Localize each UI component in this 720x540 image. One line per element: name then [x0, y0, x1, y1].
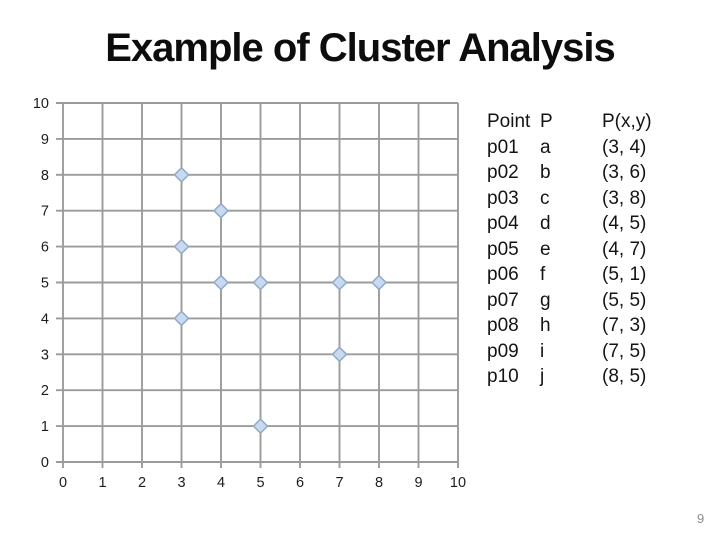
y-tick-label: 0: [41, 455, 49, 471]
data-point-marker: [173, 238, 190, 255]
table-cell-point: p04: [487, 213, 519, 234]
data-point-marker: [370, 274, 388, 291]
data-point-marker: [212, 202, 230, 219]
y-tick-label: 6: [41, 240, 49, 256]
x-tick-label: 10: [450, 475, 466, 491]
data-point-marker: [173, 166, 190, 183]
table-cell-point: p05: [487, 238, 519, 260]
x-tick-label: 8: [375, 475, 383, 491]
data-point-marker: [252, 418, 269, 435]
y-tick-label: 5: [41, 276, 49, 292]
table-cell-point: p06: [487, 264, 519, 285]
table-cell-xy: (7, 3): [602, 315, 647, 336]
y-tick-label: 10: [33, 96, 49, 112]
x-tick-label: 1: [98, 475, 106, 491]
table-cell-p: e: [540, 238, 551, 260]
table-cell-point: p08: [487, 315, 519, 336]
data-point-marker: [173, 310, 190, 327]
table-cell-point: p01: [487, 136, 519, 158]
x-tick-label: 9: [414, 475, 422, 491]
table-cell-xy: (8, 5): [602, 366, 647, 387]
x-tick-label: 6: [296, 475, 304, 491]
table-cell-p: i: [540, 340, 545, 362]
x-tick-label: 4: [217, 475, 225, 491]
y-tick-label: 1: [41, 419, 49, 435]
points-table: Point P P(x,y) p01 a (3, 4) p02 b (3, 6) p03 c (…: [487, 109, 652, 390]
table-cell-p: g: [540, 289, 551, 311]
table-cell-xy: (4, 7): [602, 238, 647, 260]
x-tick-label: 7: [335, 475, 343, 491]
data-point-marker: [331, 346, 348, 363]
table-header-xy: P(x,y): [602, 111, 652, 132]
y-tick-label: 8: [41, 168, 49, 184]
table-cell-p: b: [540, 162, 551, 183]
y-tick-label: 3: [41, 347, 49, 363]
table-cell-point: p10: [487, 366, 519, 387]
table-cell-xy: (3, 6): [602, 162, 647, 183]
x-tick-label: 3: [177, 475, 185, 491]
scatter-chart: 0 1 2 3 4 5 6 7 8 9 10 0 1 2 3 4 5 6 7 8 9 10: [33, 96, 466, 491]
page-number: 9: [697, 511, 705, 526]
data-point-marker: [252, 274, 269, 291]
table-cell-p: f: [540, 264, 546, 285]
y-tick-label: 4: [41, 311, 49, 327]
table-header-p: P: [540, 111, 553, 132]
table-cell-xy: (5, 5): [602, 289, 647, 311]
y-tick-label: 2: [41, 383, 49, 399]
table-cell-point: p09: [487, 340, 519, 362]
table-cell-xy: (7, 5): [602, 340, 647, 362]
table-cell-p: a: [540, 136, 551, 158]
table-cell-xy: (5, 1): [602, 264, 647, 285]
table-cell-p: d: [540, 213, 551, 234]
y-tick-label: 9: [41, 132, 49, 148]
table-cell-p: c: [540, 187, 550, 209]
table-cell-p: h: [540, 315, 551, 336]
x-tick-label: 5: [256, 475, 264, 491]
y-tick-label: 7: [41, 204, 49, 220]
table-cell-xy: (4, 5): [602, 213, 647, 234]
table-cell-point: p07: [487, 289, 519, 311]
data-point-marker: [331, 274, 348, 291]
table-cell-point: p03: [487, 187, 519, 209]
x-tick-label: 0: [59, 475, 67, 491]
table-cell-xy: (3, 8): [602, 187, 647, 209]
table-cell-point: p02: [487, 162, 519, 183]
table-cell-xy: (3, 4): [602, 136, 647, 158]
table-cell-p: j: [540, 366, 545, 387]
table-header-point: Point: [487, 111, 531, 132]
data-point-marker: [212, 274, 230, 291]
x-tick-label: 2: [138, 475, 146, 491]
slide-title: Example of Cluster Analysis: [105, 26, 615, 70]
